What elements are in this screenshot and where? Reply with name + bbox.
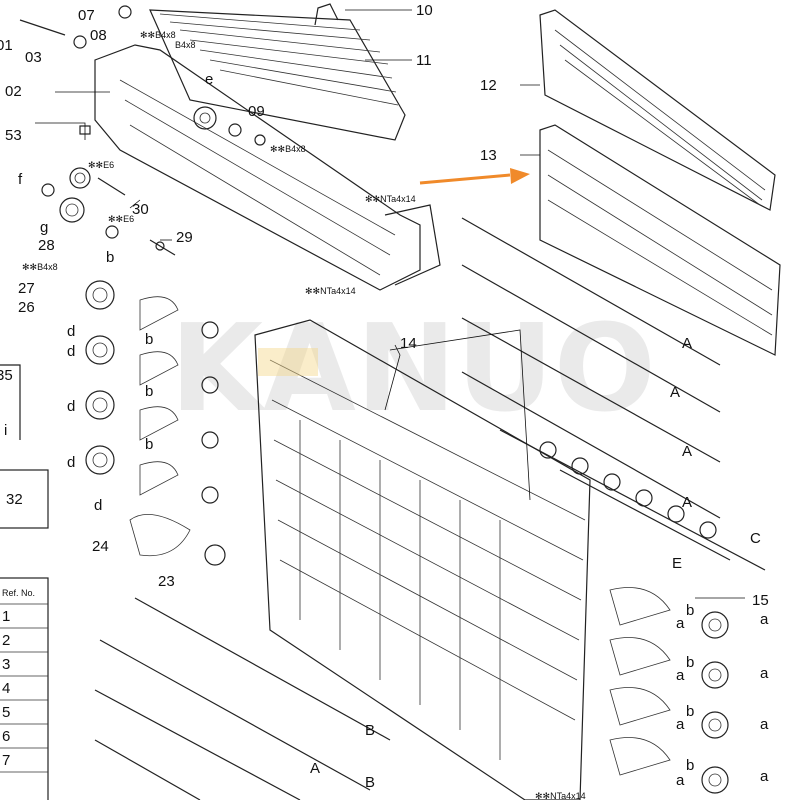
callout-d: d xyxy=(67,343,75,360)
callout-B: B xyxy=(365,774,375,791)
main-frame-14 xyxy=(254,319,591,800)
callout-13: 13 xyxy=(480,147,497,164)
ref-row: 3 xyxy=(2,656,10,673)
callout-E: E xyxy=(672,555,682,572)
callout-f: f xyxy=(18,171,23,188)
callout-b: b xyxy=(145,383,153,400)
ref-table: Ref. No. 1 2 3 4 5 6 7 xyxy=(0,577,49,800)
callout-24: 24 xyxy=(92,538,109,555)
callout-a: a xyxy=(676,615,685,632)
roller-shafts xyxy=(461,217,766,571)
callout-08: 08 xyxy=(90,27,107,44)
screw-note: ✻✻NTa4x14 xyxy=(305,286,356,296)
ref-row: 1 xyxy=(2,608,10,625)
box-32 xyxy=(0,469,49,529)
left-gear-stack xyxy=(85,280,226,566)
ref-row: 2 xyxy=(2,632,10,649)
screw-note: ✻✻NTa4x14 xyxy=(535,791,586,800)
ref-row: 7 xyxy=(2,752,10,769)
callout-23: 23 xyxy=(158,573,175,590)
callout-e: e xyxy=(205,71,213,88)
callout-labels: 01 02 03 07 08 09 10 11 12 13 14 15 23 2… xyxy=(0,2,769,791)
screw-notes: ✻✻B4x8 B4x8 ✻✻B4x8 ✻✻B4x8 ✻✻E6 ✻✻E6 ✻✻NT… xyxy=(22,30,586,800)
callout-26: 26 xyxy=(18,299,35,316)
callout-A: A xyxy=(310,760,320,777)
ref-table-header: Ref. No. xyxy=(2,588,35,598)
callout-d: d xyxy=(67,398,75,415)
gears-left-upper xyxy=(19,5,266,256)
ref-row: 4 xyxy=(2,680,10,697)
callout-10: 10 xyxy=(416,2,433,19)
callout-07: 07 xyxy=(78,7,95,24)
callout-b: b xyxy=(686,654,694,671)
callout-g: g xyxy=(40,219,48,236)
callout-15: 15 xyxy=(752,592,769,609)
callout-b: b xyxy=(686,602,694,619)
screw-note: ✻✻E6 xyxy=(88,160,114,170)
callout-a: a xyxy=(760,611,769,628)
lower-left-rollers xyxy=(94,597,391,800)
callout-32: 32 xyxy=(6,491,23,508)
leader-lines xyxy=(35,9,745,599)
box-35 xyxy=(0,364,21,440)
callout-A: A xyxy=(682,443,692,460)
callout-b: b xyxy=(145,436,153,453)
callout-b: b xyxy=(145,331,153,348)
right-gear-stack xyxy=(609,587,729,794)
callout-b: b xyxy=(686,703,694,720)
screw-note: ✻✻E6 xyxy=(108,214,134,224)
callout-d: d xyxy=(67,454,75,471)
callout-53: 53 xyxy=(5,127,22,144)
callout-35: 35 xyxy=(0,367,13,384)
callout-d: d xyxy=(94,497,102,514)
screw-note: ✻✻NTa4x14 xyxy=(365,194,416,204)
callout-a: a xyxy=(676,772,685,789)
guide-plate-10 xyxy=(149,3,406,141)
ref-row: 5 xyxy=(2,704,10,721)
callout-14: 14 xyxy=(400,335,417,352)
callout-03: 03 xyxy=(25,49,42,66)
callout-A: A xyxy=(682,494,692,511)
screw-note: ✻✻B4x8 xyxy=(140,30,176,40)
callout-b: b xyxy=(686,757,694,774)
screw-note: ✻✻B4x8 xyxy=(22,262,58,272)
side-frame-02 xyxy=(94,44,441,291)
callout-09: 09 xyxy=(248,103,265,120)
callout-02: 02 xyxy=(5,83,22,100)
callout-i: i xyxy=(4,422,7,439)
callout-a: a xyxy=(760,665,769,682)
callout-11: 11 xyxy=(416,52,432,69)
callout-d: d xyxy=(67,323,75,340)
guide-plate-13 xyxy=(539,124,781,356)
callout-a: a xyxy=(760,768,769,785)
callout-a: a xyxy=(676,716,685,733)
callout-a: a xyxy=(760,716,769,733)
watermark: KANUO xyxy=(170,300,656,439)
callout-A: A xyxy=(670,384,680,401)
callout-28: 28 xyxy=(38,237,55,254)
callout-27: 27 xyxy=(18,280,35,297)
callout-12: 12 xyxy=(480,77,497,94)
ref-row: 6 xyxy=(2,728,10,745)
callout-a: a xyxy=(676,667,685,684)
callout-A: A xyxy=(682,335,692,352)
screw-note: B4x8 xyxy=(175,40,196,50)
callout-30: 30 xyxy=(132,201,149,218)
callout-C: C xyxy=(750,530,761,547)
callout-b: b xyxy=(106,249,114,266)
orange-arrow xyxy=(419,168,530,185)
callout-B: B xyxy=(365,722,375,739)
screw-note: ✻✻B4x8 xyxy=(270,144,306,154)
callout-29: 29 xyxy=(176,229,193,246)
callout-01: 01 xyxy=(0,37,13,54)
guide-plate-12 xyxy=(539,9,776,211)
